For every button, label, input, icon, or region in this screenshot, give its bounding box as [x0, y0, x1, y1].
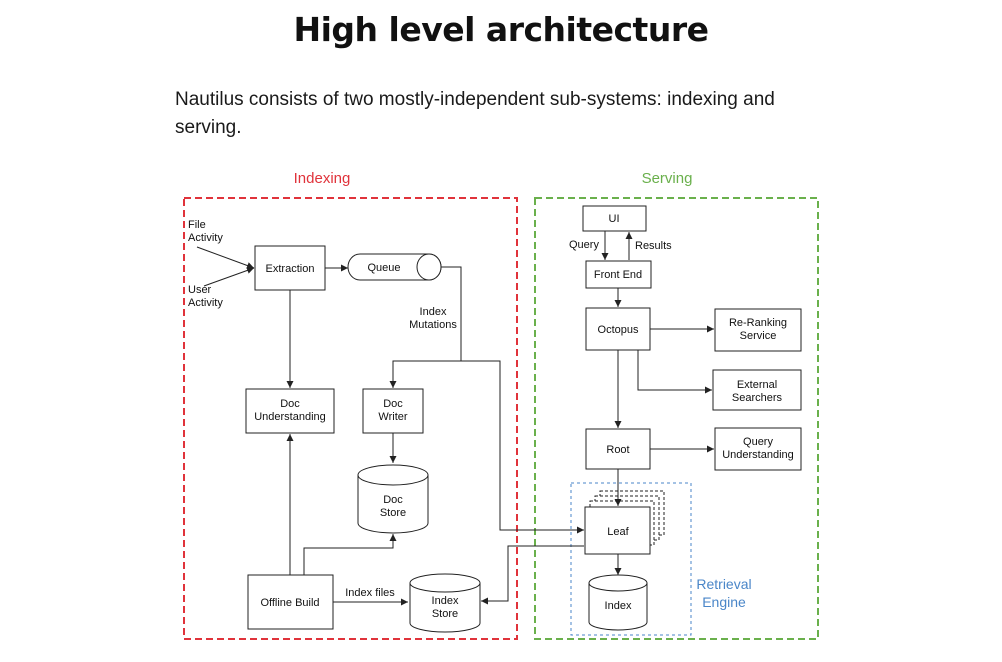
root-box: Root — [585, 428, 651, 470]
reranking-label-line2: Service — [740, 330, 777, 342]
serving-label: Serving — [642, 170, 693, 187]
index-store-label-line1: Index — [432, 595, 459, 607]
doc-understanding-label-line2: Understanding — [254, 411, 326, 423]
intro-paragraph: Nautilus consists of two mostly-independ… — [175, 89, 775, 138]
doc-writer-label-line1: Doc — [383, 398, 403, 410]
file-activity-label-line1: File — [188, 219, 206, 231]
query-understanding-label-line2: Understanding — [722, 449, 794, 461]
serving-region — [534, 197, 819, 640]
reranking-label-line1: Re-Ranking — [729, 317, 787, 329]
doc-understanding-label-line1: Doc — [280, 398, 300, 410]
indexing-region — [183, 197, 518, 640]
leaf-label: Leaf — [607, 526, 629, 538]
queue-output-line — [441, 266, 462, 361]
user-activity-label-line1: User — [188, 284, 212, 296]
doc-store-cylinder: Doc Store — [357, 464, 429, 534]
queue-to-leaf-arrow — [461, 360, 584, 534]
offlinebuild-to-docstore-arrow — [303, 534, 397, 575]
queue-cylinder: Queue — [347, 253, 442, 281]
file-activity-arrow — [196, 246, 255, 269]
octopus-label: Octopus — [598, 324, 639, 336]
leaf-box: Leaf — [584, 506, 651, 555]
page-title: High level architecture — [293, 10, 709, 49]
index-mutations-label-line2: Mutations — [409, 319, 457, 331]
extraction-box: Extraction — [254, 245, 326, 291]
indexing-label: Indexing — [294, 170, 351, 187]
doc-store-label-line2: Store — [380, 507, 406, 519]
ui-label: UI — [609, 213, 620, 225]
query-understanding-box: Query Understanding — [714, 427, 802, 471]
octopus-to-external-arrow — [637, 350, 712, 394]
reranking-service-box: Re-Ranking Service — [714, 308, 802, 352]
doc-writer-label-line2: Writer — [378, 411, 407, 423]
doc-writer-box: Doc Writer — [362, 388, 424, 434]
leaf-to-indexstore-arrow — [481, 545, 584, 605]
retrieval-engine-region — [570, 482, 692, 636]
extraction-label: Extraction — [266, 263, 315, 275]
index-store-cylinder: Index Store — [409, 573, 481, 633]
index-store-label-line2: Store — [432, 608, 458, 620]
ui-box: UI — [582, 205, 647, 232]
doc-understanding-box: Doc Understanding — [245, 388, 335, 434]
external-searchers-label-line1: External — [737, 379, 777, 391]
index-mutations-label-line1: Index — [420, 306, 447, 318]
results-label: Results — [635, 240, 672, 252]
offline-build-box: Offline Build — [247, 574, 334, 630]
index-files-label: Index files — [345, 587, 395, 599]
retrieval-engine-label-line1: Retrieval — [696, 576, 751, 592]
queue-to-docwriter-arrow — [389, 360, 461, 388]
index-cylinder: Index — [588, 574, 648, 631]
front-end-label: Front End — [594, 269, 642, 281]
doc-store-label-line1: Doc — [383, 494, 403, 506]
query-label: Query — [569, 239, 599, 251]
user-activity-arrow — [203, 267, 255, 287]
query-understanding-label-line1: Query — [743, 436, 773, 448]
retrieval-engine-label-line2: Engine — [702, 594, 746, 610]
front-end-box: Front End — [585, 260, 652, 289]
index-label: Index — [605, 600, 632, 612]
external-searchers-label-line2: Searchers — [732, 392, 783, 404]
octopus-box: Octopus — [585, 307, 651, 351]
user-activity-label-line2: Activity — [188, 297, 223, 309]
external-searchers-box: External Searchers — [712, 369, 802, 411]
root-label: Root — [606, 444, 629, 456]
queue-label: Queue — [367, 262, 400, 274]
file-activity-label-line2: Activity — [188, 232, 223, 244]
offline-build-label: Offline Build — [260, 597, 319, 609]
